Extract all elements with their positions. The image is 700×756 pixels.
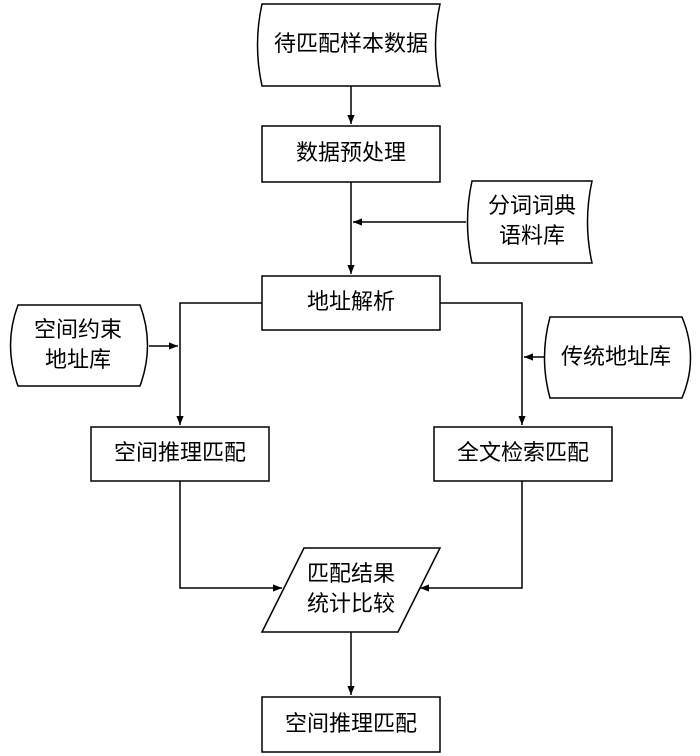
final-output-box xyxy=(261,696,441,753)
dictionary-corpus-label: 分词词典 语料库 xyxy=(487,194,576,249)
arrow-spatial-to-result xyxy=(179,481,282,592)
spatial-match-box xyxy=(90,426,270,482)
final-output-label: 空间推理匹配 xyxy=(284,711,417,737)
address-parse-label: 地址解析 xyxy=(306,290,395,316)
traditional-db-label: 传统地址库 xyxy=(560,344,671,370)
arrow-fulltext-to-result xyxy=(420,481,523,592)
result-stats-label: 匹配结果 统计比较 xyxy=(306,562,395,617)
spatial-constraint-db-label: 空间约束 地址库 xyxy=(33,317,122,373)
preprocess-label: 数据预处理 xyxy=(295,141,406,167)
spatial-match-label: 空间推理匹配 xyxy=(113,441,246,467)
dictionary-corpus-shape xyxy=(466,180,593,264)
spatial-constraint-db-shape xyxy=(9,304,149,387)
fulltext-match-label: 全文检索匹配 xyxy=(456,441,589,467)
traditional-db-shape xyxy=(543,316,692,399)
arrow-parse-to-spatial xyxy=(176,302,262,425)
preprocess-box xyxy=(261,125,441,183)
fulltext-match-box xyxy=(433,426,613,482)
result-stats-shape xyxy=(260,547,442,633)
address-parse-box xyxy=(261,275,441,331)
sample-data-label: 待匹配样本数据 xyxy=(273,32,428,58)
arrow-parse-to-fulltext xyxy=(440,302,526,425)
sample-data-shape xyxy=(256,3,441,87)
